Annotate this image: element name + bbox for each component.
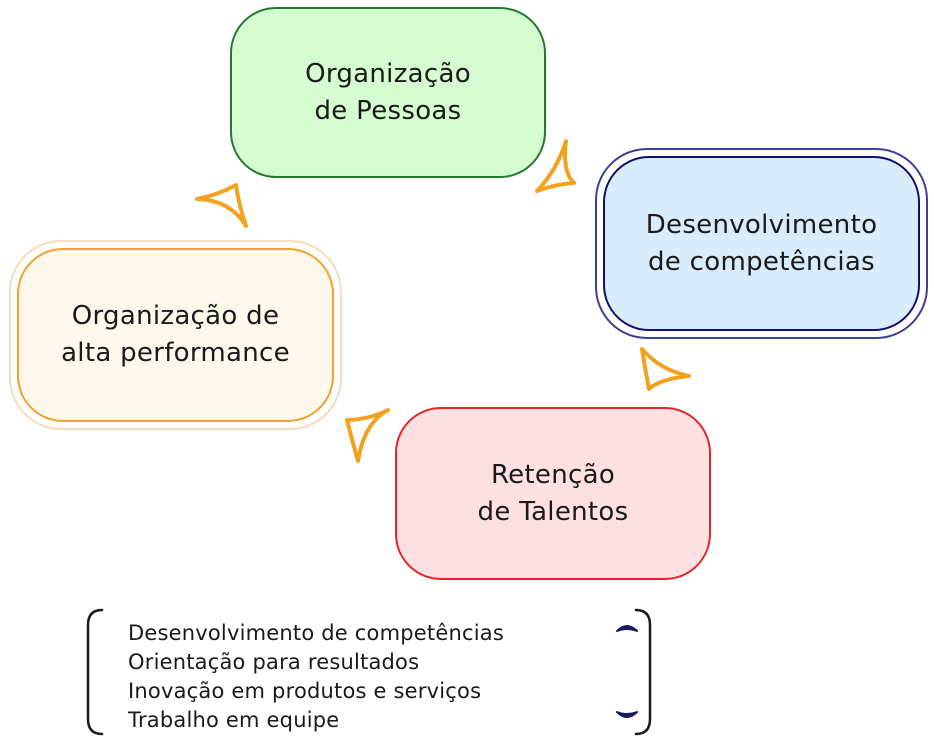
list-item: Trabalho em equipe (128, 708, 340, 732)
node-alta-line-1: Organização de (71, 301, 280, 331)
node-pessoas-line-2: de Pessoas (314, 95, 462, 126)
list-item: Orientação para resultados (128, 650, 420, 674)
arrow-desenvolvimento-to-retencao-icon (640, 347, 691, 391)
list-item: Desenvolvimento de competências (128, 621, 504, 645)
node-retencao-line-2: de Talentos (477, 496, 629, 527)
node-alta-performance-outer-ring (9, 240, 342, 430)
node-organizacao-de-alta-performance: Organização de alta performance (17, 248, 334, 422)
list-item: Inovação em produtos e serviços (128, 679, 482, 703)
chevron-up-icon[interactable] (616, 625, 638, 632)
node-organizacao-de-pessoas: Organização de Pessoas (230, 7, 546, 178)
node-retencao-line-1: Retenção (490, 459, 616, 490)
node-desenvolvimento-line-1: Desenvolvimento (645, 209, 878, 240)
node-retencao-de-talentos: Retenção de Talentos (395, 407, 711, 580)
node-pessoas-line-1: Organização (305, 58, 471, 89)
list-brackets (86, 608, 652, 736)
right-bracket (634, 608, 652, 736)
arrow-retencao-to-alta-performance-icon (345, 408, 390, 463)
chevron-down-icon[interactable] (616, 711, 638, 718)
left-bracket (86, 608, 104, 736)
node-desenvolvimento-de-competencias: Desenvolvimento de competências (603, 156, 920, 331)
node-desenvolvimento-line-2: de competências (648, 246, 875, 277)
list-items: Desenvolvimento de competências Orientaç… (128, 619, 504, 735)
node-desenvolvimento-outer-ring (595, 148, 928, 339)
bracketed-list: Desenvolvimento de competências Orientaç… (84, 607, 656, 737)
arrow-pessoas-to-desenvolvimento-icon (535, 139, 576, 193)
node-alta-line-2: alta performance (61, 338, 290, 368)
arrow-alta-performance-to-pessoas-icon (195, 183, 248, 228)
